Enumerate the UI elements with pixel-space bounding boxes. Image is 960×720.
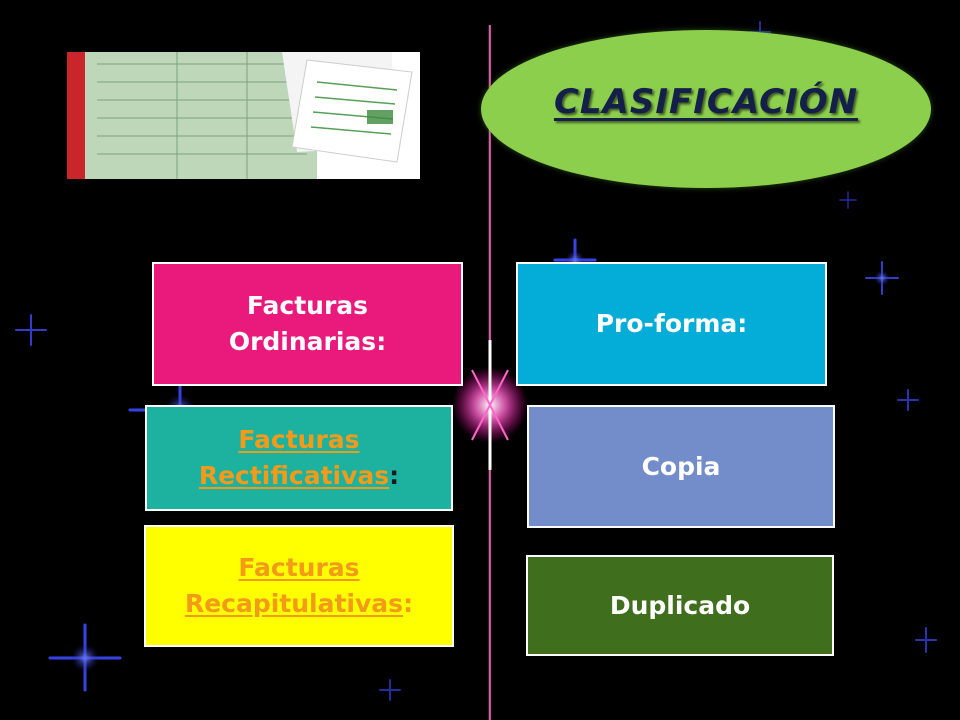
link-facturas-rectificativas-line1[interactable]: Facturas — [238, 425, 360, 454]
card-suffix: : — [389, 461, 400, 490]
star-icon — [915, 627, 937, 653]
link-facturas-rectificativas-line2[interactable]: Rectificativas — [198, 461, 390, 490]
star-icon — [15, 314, 47, 346]
card-suffix: : — [737, 309, 748, 338]
card-label: Pro-forma — [595, 309, 738, 338]
star-icon — [379, 679, 401, 701]
card-copia: Copia — [527, 405, 835, 528]
card-suffix: : — [376, 327, 387, 356]
card-duplicado: Duplicado — [526, 555, 834, 656]
card-pro-forma: Pro-forma: — [516, 262, 827, 386]
invoice-papers-image — [67, 52, 420, 179]
sparkle-icon — [452, 340, 528, 470]
link-facturas-recapitulativas-line1[interactable]: Facturas — [238, 553, 360, 582]
star-icon — [839, 191, 857, 209]
card-label: Duplicado — [609, 590, 751, 620]
card-label: Copia — [641, 451, 721, 481]
link-facturas-recapitulativas-line2[interactable]: Recapitulativas — [184, 589, 404, 618]
card-suffix: : — [403, 589, 414, 618]
card-facturas-recapitulativas: Facturas Recapitulativas: — [144, 525, 454, 647]
slide-title: CLASIFICACIÓN — [553, 82, 859, 122]
card-line1: Facturas — [246, 291, 369, 320]
card-line2: Ordinarias: — [229, 324, 386, 360]
card-facturas-rectificativas: Facturas Rectificativas: — [145, 405, 453, 511]
title-oval — [481, 30, 931, 188]
card-facturas-ordinarias: Facturas Ordinarias: — [152, 262, 463, 386]
card-line2-text: Ordinarias — [228, 327, 377, 356]
star-icon — [897, 389, 919, 411]
